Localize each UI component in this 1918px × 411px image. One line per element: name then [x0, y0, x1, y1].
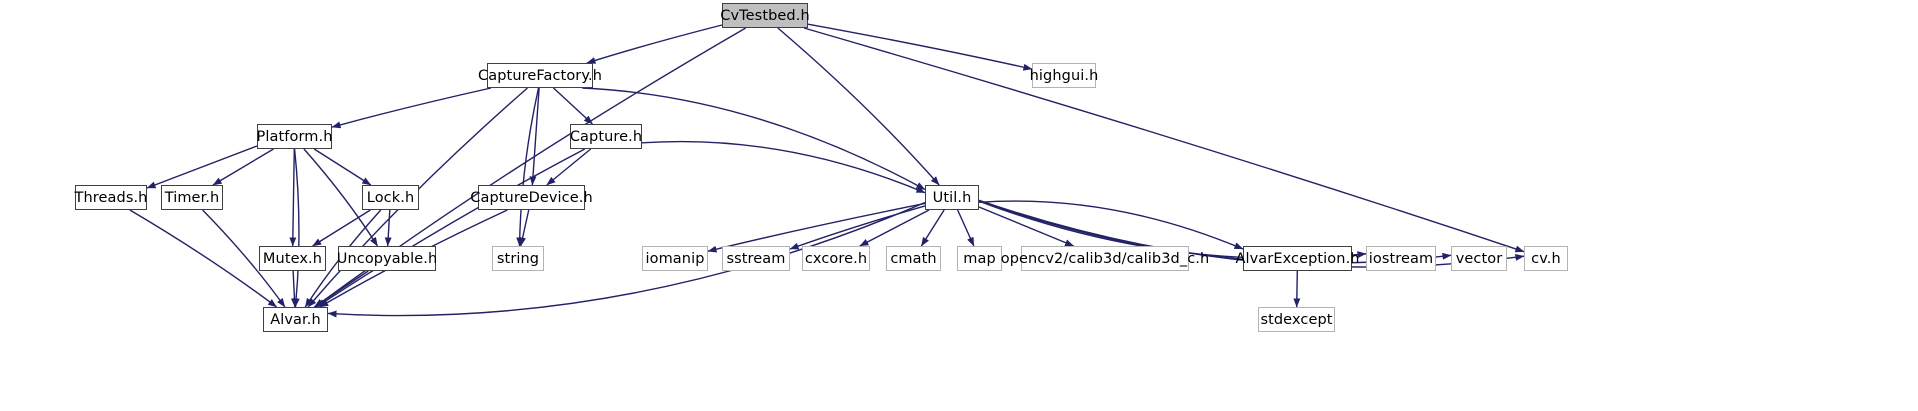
graph-node-capture[interactable]: Capture.h	[570, 124, 642, 149]
graph-edge-capturefactory-to-platform	[331, 87, 492, 129]
graph-node-label: highgui.h	[1029, 67, 1099, 84]
graph-node-iomanip[interactable]: iomanip	[642, 246, 708, 271]
graph-edge-cvtestbed-to-highgui	[807, 23, 1033, 71]
graph-edge-alvarexception-to-stdexcept	[1293, 270, 1301, 308]
graph-node-util[interactable]: Util.h	[925, 185, 979, 210]
graph-node-capturedevice[interactable]: CaptureDevice.h	[470, 185, 593, 210]
graph-edge-cvtestbed-to-capturefactory	[586, 24, 723, 64]
graph-node-label: cv.h	[1531, 250, 1561, 267]
graph-node-alvarexception[interactable]: AlvarException.h	[1235, 246, 1359, 271]
graph-node-label: AlvarException.h	[1235, 250, 1360, 267]
graph-node-label: Timer.h	[164, 189, 220, 206]
graph-edge-platform-to-lock	[313, 148, 372, 186]
graph-node-label: Uncopyable.h	[336, 250, 438, 267]
graph-node-label: Threads.h	[74, 189, 148, 206]
graph-node-label: iostream	[1368, 250, 1434, 267]
graph-node-label: sstream	[726, 250, 786, 267]
graph-edge-util-to-sstream	[789, 205, 926, 250]
graph-edge-platform-to-mutex	[289, 148, 297, 247]
graph-node-label: Lock.h	[366, 189, 415, 206]
graph-node-cvtestbed[interactable]: CvTestbed.h	[720, 3, 810, 28]
graph-node-string[interactable]: string	[492, 246, 544, 271]
graph-node-label: vector	[1455, 250, 1503, 267]
graph-node-cvh[interactable]: cv.h	[1524, 246, 1568, 271]
graph-node-capturefactory[interactable]: CaptureFactory.h	[478, 63, 602, 88]
graph-node-lock[interactable]: Lock.h	[362, 185, 419, 210]
graph-edge-platform-to-timer	[212, 148, 274, 186]
graph-edge-platform-to-alvar	[292, 148, 300, 308]
graph-node-label: iomanip	[645, 250, 705, 267]
graph-node-label: cmath	[890, 250, 937, 267]
graph-edge-util-to-cxcore	[859, 209, 930, 247]
graph-edge-uncopyable-to-alvar	[313, 270, 369, 308]
graph-node-label: Platform.h	[256, 128, 333, 145]
graph-edge-util-to-iomanip	[707, 202, 926, 253]
graph-edge-capture-to-util	[641, 140, 926, 194]
graph-node-platform[interactable]: Platform.h	[257, 124, 332, 149]
graph-node-label: Capture.h	[569, 128, 643, 145]
graph-node-mutex[interactable]: Mutex.h	[259, 246, 326, 271]
graph-node-label: CaptureDevice.h	[470, 189, 593, 206]
graph-edge-lock-to-mutex	[312, 209, 371, 247]
graph-node-uncopyable[interactable]: Uncopyable.h	[336, 246, 438, 271]
graph-node-cmath[interactable]: cmath	[886, 246, 941, 271]
graph-node-calib3d[interactable]: opencv2/calib3d/calib3d_c.h	[1001, 246, 1209, 271]
graph-node-map[interactable]: map	[957, 246, 1002, 271]
graph-edge-lock-to-uncopyable	[384, 209, 392, 247]
graph-edge-util-to-calib3d	[978, 206, 1075, 247]
graph-edge-platform-to-uncopyable	[303, 148, 379, 247]
graph-node-label: opencv2/calib3d/calib3d_c.h	[1000, 250, 1210, 267]
graph-edge-util-to-alvarexception	[978, 200, 1244, 250]
graph-edge-cvtestbed-to-cvh	[803, 27, 1525, 253]
graph-edge-mutex-to-alvar	[290, 270, 298, 308]
graph-edge-timer-to-alvar	[202, 209, 286, 308]
graph-node-vector[interactable]: vector	[1451, 246, 1507, 271]
graph-node-label: stdexcept	[1260, 311, 1333, 328]
graph-node-cxcore[interactable]: cxcore.h	[802, 246, 870, 271]
graph-edge-capturefactory-to-util	[582, 87, 926, 191]
graph-node-highgui[interactable]: highgui.h	[1029, 63, 1099, 88]
graph-edge-capture-to-capturedevice	[546, 148, 592, 186]
graph-edge-capturefactory-to-string	[516, 87, 540, 247]
graph-edge-capturedevice-to-string	[519, 209, 530, 247]
graph-edge-capturefactory-to-capture	[553, 87, 593, 125]
graph-node-label: CaptureFactory.h	[478, 67, 602, 84]
graph-edge-util-to-alvar	[327, 201, 926, 318]
graph-node-label: Util.h	[932, 189, 972, 206]
graph-edge-capturefactory-to-capturedevice	[529, 87, 540, 186]
graph-edge-cvtestbed-to-util	[777, 27, 940, 186]
graph-node-stdexcept[interactable]: stdexcept	[1258, 307, 1335, 332]
graph-node-label: map	[963, 250, 996, 267]
graph-node-threads[interactable]: Threads.h	[75, 185, 147, 210]
graph-node-label: Alvar.h	[270, 311, 321, 328]
graph-node-alvar[interactable]: Alvar.h	[263, 307, 328, 332]
graph-node-label: cxcore.h	[804, 250, 868, 267]
graph-node-iostream[interactable]: iostream	[1366, 246, 1436, 271]
graph-node-label: CvTestbed.h	[720, 7, 810, 24]
graph-edge-threads-to-alvar	[129, 209, 278, 308]
graph-node-sstream[interactable]: sstream	[722, 246, 790, 271]
graph-edge-util-to-cmath	[920, 209, 945, 247]
graph-node-label: Mutex.h	[262, 250, 323, 267]
graph-edge-util-to-map	[956, 209, 975, 247]
graph-node-timer[interactable]: Timer.h	[161, 185, 223, 210]
graph-edge-platform-to-threads	[146, 145, 258, 189]
graph-edge-capture-to-alvar	[316, 148, 586, 308]
graph-node-label: string	[496, 250, 540, 267]
